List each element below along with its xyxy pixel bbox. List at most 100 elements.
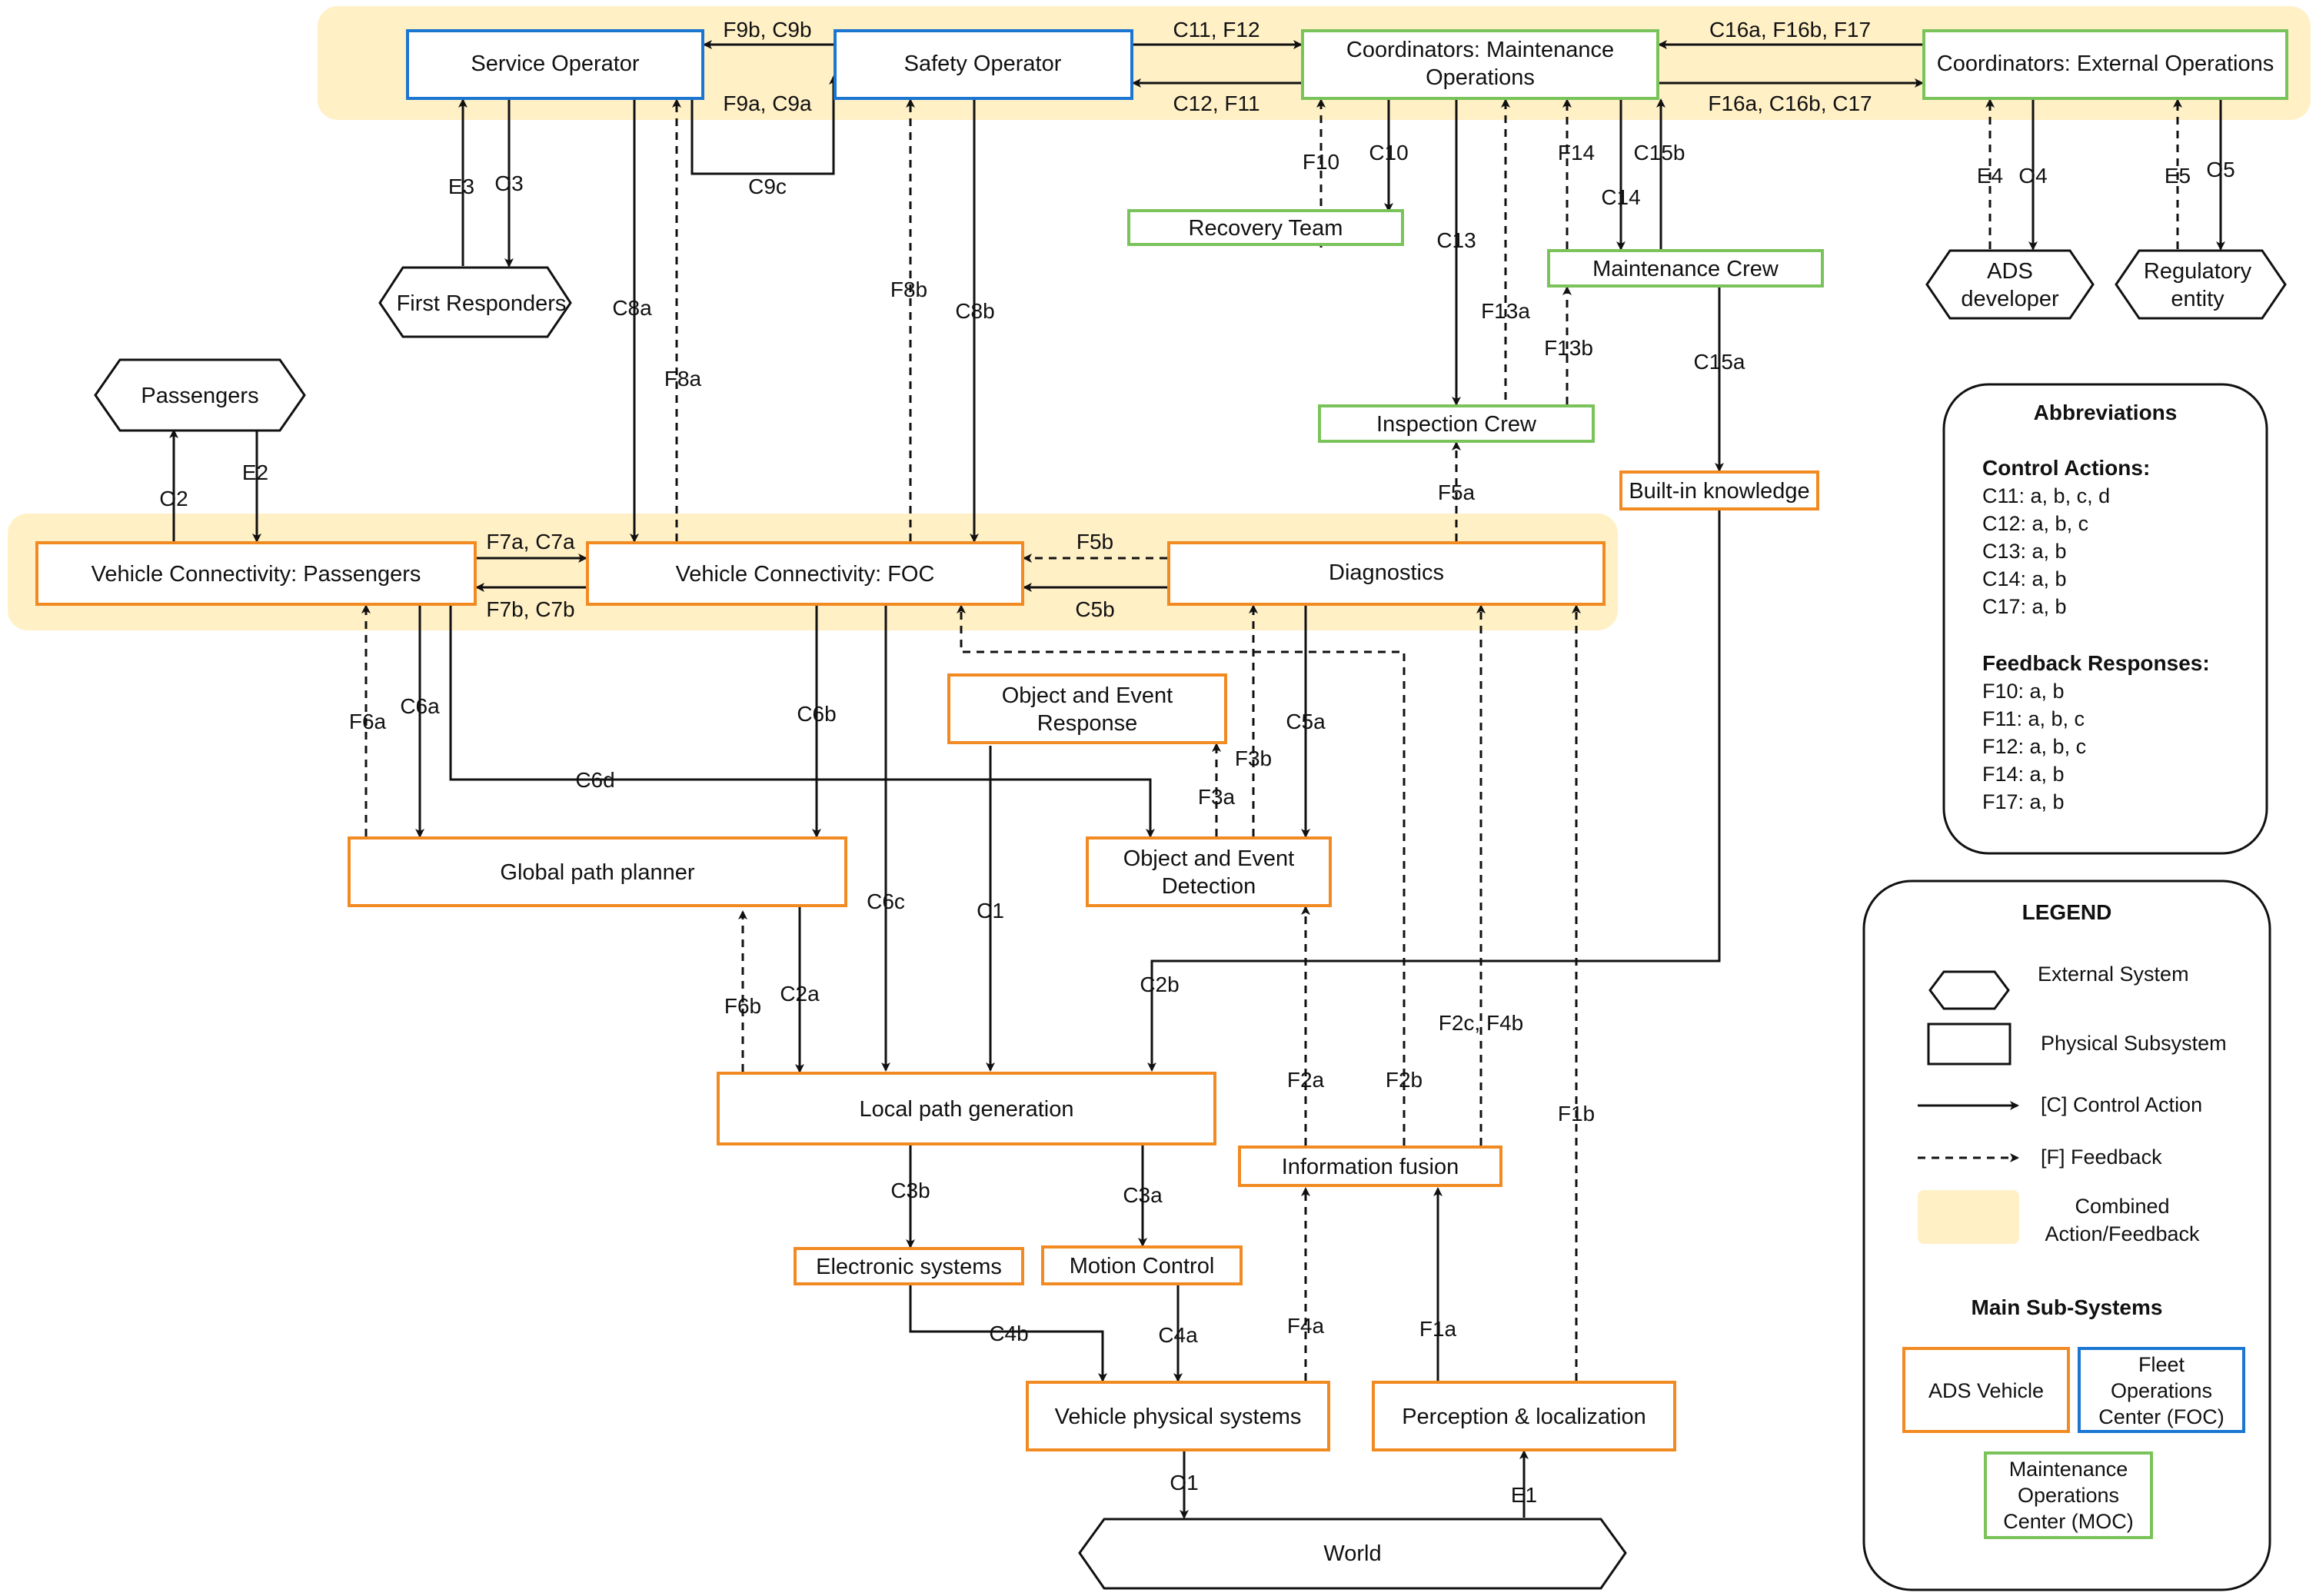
first-responders-hexagon — [378, 266, 572, 338]
service-operator-box — [406, 29, 704, 100]
electronic-systems-box — [794, 1247, 1024, 1285]
coordinators-maintenance-box — [1301, 29, 1659, 100]
diagnostics-box — [1167, 541, 1606, 606]
safety-operator-box — [834, 29, 1133, 100]
label-c6a: C6a — [400, 694, 440, 718]
label-f2c-f4b: F2c, F4b — [1439, 1011, 1523, 1035]
legend-physical-label: Physical Subsystem — [2041, 1032, 2227, 1055]
local-path-generation-label: Local path generation — [860, 1097, 1074, 1122]
motion-control-label: Motion Control — [1070, 1254, 1215, 1278]
label-f14: F14 — [1558, 141, 1595, 165]
coordinators-maintenance-label-1: Coordinators: Maintenance — [1346, 38, 1614, 62]
legend-foc-box — [2078, 1347, 2245, 1433]
maintenance-crew-box — [1547, 249, 1824, 288]
label-f16a: F16a, C16b, C17 — [1708, 91, 1872, 115]
label-f7a-c7a: F7a, C7a — [486, 530, 575, 554]
coordinators-maintenance-label-2: Operations — [1426, 65, 1535, 90]
label-c11-f12: C11, F12 — [1173, 18, 1259, 42]
feedback-item-3: F12: a, b, c — [1982, 735, 2086, 758]
label-f10: F10 — [1303, 150, 1339, 174]
object-event-detection-label-1: Object and Event — [1123, 846, 1294, 871]
object-event-detection-label-2: Detection — [1162, 874, 1256, 899]
label-c15a: C15a — [1694, 350, 1745, 374]
control-item-1: C11: a, b, c, d — [1982, 484, 2110, 507]
ads-developer-label-2: developer — [1961, 287, 2059, 311]
motion-control-box — [1041, 1245, 1243, 1285]
control-item-5: C17: a, b — [1982, 595, 2067, 618]
passengers-label: Passengers — [141, 384, 258, 408]
legend-moc-label-3: Center (MOC) — [2003, 1510, 2134, 1533]
label-f13b: F13b — [1544, 336, 1593, 360]
legend-combined-label-2: Action/Feedback — [2045, 1222, 2200, 1245]
abbreviations-title: Abbreviations — [2034, 401, 2178, 424]
label-c8a: C8a — [612, 296, 652, 320]
label-e5: E5 — [2165, 164, 2191, 188]
label-f8b: F8b — [890, 278, 927, 301]
label-f13a: F13a — [1481, 299, 1530, 323]
information-fusion-box — [1238, 1145, 1502, 1187]
vehicle-connectivity-foc-box — [586, 541, 1024, 606]
feedback-item-4: F14: a, b — [1982, 763, 2065, 786]
connector-labels: F9b, C9b F9a, C9a C9c C11, F12 C12, F11 … — [159, 18, 2234, 1507]
feedback-item-2: F11: a, b, c — [1982, 707, 2085, 730]
world-label: World — [1323, 1541, 1381, 1566]
feedback-item-5: F17: a, b — [1982, 790, 2065, 813]
safety-operator-label: Safety Operator — [904, 52, 1062, 76]
label-f7b-c7b: F7b, C7b — [486, 597, 574, 621]
legend-external-hexagon — [1928, 970, 2010, 1010]
label-f9b-c9b: F9b, C9b — [723, 18, 811, 42]
label-c4b: C4b — [989, 1322, 1028, 1345]
label-o3: O3 — [494, 171, 523, 195]
label-o2: O2 — [159, 487, 188, 510]
control-item-2: C12: a, b, c — [1982, 512, 2088, 535]
vehicle-connectivity-passengers-box — [35, 541, 477, 606]
label-e3: E3 — [448, 175, 474, 198]
label-f2b: F2b — [1386, 1068, 1423, 1092]
legend-panel: LEGEND External System Physical Subsyste… — [1862, 879, 2271, 1591]
regulatory-entity-label-1: Regulatory — [2144, 259, 2252, 284]
builtin-knowledge-label: Built-in knowledge — [1629, 479, 1809, 504]
label-f6a: F6a — [349, 710, 387, 733]
label-c8b: C8b — [955, 299, 994, 323]
label-f2a: F2a — [1287, 1068, 1325, 1092]
world-hexagon — [1078, 1518, 1627, 1590]
label-c3a: C3a — [1123, 1183, 1163, 1207]
object-event-response-label-2: Response — [1037, 711, 1138, 736]
feedback-responses-title: Feedback Responses: — [1982, 651, 2210, 675]
vehicle-connectivity-foc-label: Vehicle Connectivity: FOC — [676, 562, 935, 587]
label-c15b: C15b — [1634, 141, 1685, 165]
legend-moc-label-1: Maintenance — [2009, 1458, 2128, 1481]
ads-developer-hexagon — [1925, 249, 2095, 320]
label-c2a: C2a — [780, 982, 820, 1006]
label-e1: E1 — [1511, 1483, 1537, 1507]
label-c6c: C6c — [867, 889, 905, 913]
legend-ads-vehicle-label: ADS Vehicle — [1928, 1379, 2044, 1402]
label-c13: C13 — [1436, 228, 1476, 252]
label-c6b: C6b — [797, 702, 836, 726]
object-event-response-box — [947, 673, 1227, 744]
perception-localization-box — [1372, 1381, 1676, 1451]
label-c14: C14 — [1601, 185, 1640, 209]
label-o1: O1 — [1170, 1471, 1198, 1495]
label-f9a-c9a: F9a, C9a — [723, 91, 812, 115]
legend-combined-swatch — [1918, 1190, 2019, 1244]
label-c2b: C2b — [1140, 973, 1179, 996]
label-c1: C1 — [977, 899, 1004, 923]
legend-ads-vehicle-box — [1902, 1347, 2070, 1433]
label-c5a: C5a — [1286, 710, 1326, 733]
passengers-hexagon — [94, 358, 306, 432]
label-f8a: F8a — [664, 367, 702, 391]
diagnostics-label: Diagnostics — [1329, 560, 1444, 585]
abbreviations-panel: Abbreviations Control Actions: C11: a, b… — [1942, 383, 2268, 855]
vehicle-connectivity-passengers-label: Vehicle Connectivity: Passengers — [92, 562, 421, 587]
legend-moc-box — [1984, 1451, 2153, 1539]
legend-feedback-label: [F] Feedback — [2041, 1145, 2162, 1169]
label-f3b: F3b — [1235, 746, 1272, 770]
legend-external-label: External System — [2038, 963, 2189, 986]
coordinators-external-label: Coordinators: External Operations — [1937, 52, 2274, 76]
label-e4: E4 — [1977, 164, 2003, 188]
vehicle-physical-systems-label: Vehicle physical systems — [1055, 1405, 1302, 1429]
label-f4a: F4a — [1287, 1314, 1325, 1338]
service-operator-label: Service Operator — [471, 52, 640, 76]
label-c3b: C3b — [890, 1179, 930, 1202]
